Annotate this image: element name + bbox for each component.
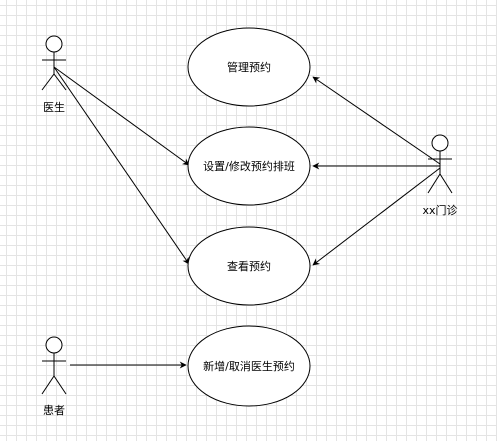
use-case-view-label: 查看预约 [227, 259, 271, 273]
assoc-doctor-view[interactable] [53, 66, 190, 265]
stick-figure-icon [41, 35, 67, 91]
stick-figure-icon [427, 134, 453, 194]
stick-figure-icon [41, 336, 67, 395]
use-case-schedule[interactable]: 设置/修改预约排班 [187, 126, 311, 206]
actor-doctor[interactable]: 医生 [41, 35, 67, 114]
use-case-view[interactable]: 查看预约 [187, 226, 311, 306]
assoc-clinic-manage[interactable] [312, 76, 441, 165]
use-case-manage-label: 管理预约 [227, 60, 271, 74]
use-case-manage[interactable]: 管理预约 [187, 27, 311, 107]
actor-clinic-label: xx门诊 [422, 203, 457, 217]
actor-patient[interactable]: 患者 [41, 336, 67, 417]
assoc-doctor-schedule[interactable] [53, 66, 190, 166]
associations [53, 66, 441, 369]
use-case-schedule-label: 设置/修改预约排班 [203, 159, 295, 173]
actor-patient-label: 患者 [43, 404, 65, 417]
actor-clinic[interactable]: xx门诊 [422, 134, 458, 217]
use-case-add-cancel[interactable]: 新增/取消医生预约 [187, 325, 311, 407]
actor-doctor-label: 医生 [43, 100, 65, 114]
assoc-clinic-view[interactable] [312, 167, 441, 266]
use-case-add-cancel-label: 新增/取消医生预约 [203, 359, 295, 373]
